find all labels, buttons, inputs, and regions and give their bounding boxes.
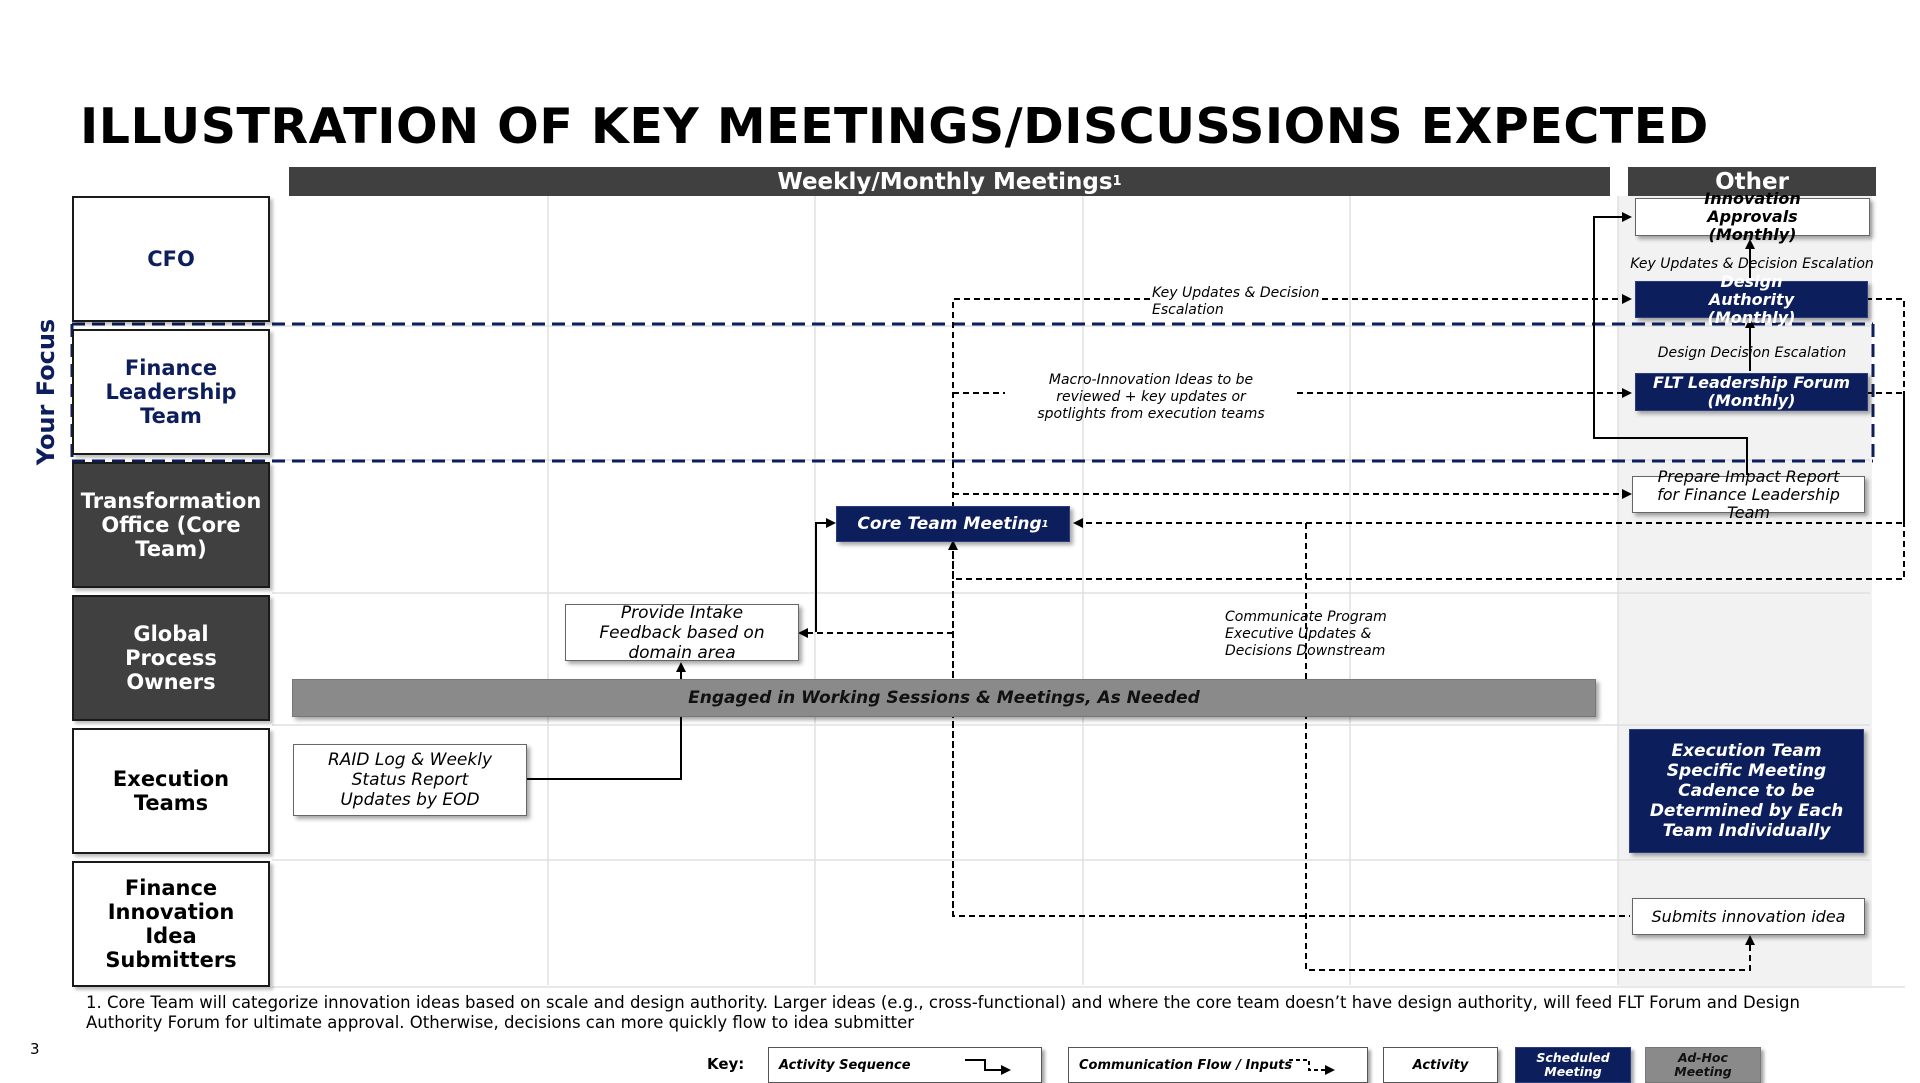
execution-team-cadence-box: Execution Team Specific Meeting Cadence … (1629, 729, 1864, 853)
weekly-header-label: Weekly/Monthly Meetings (777, 168, 1113, 195)
design-authority-box: Design Authority (Monthly) (1635, 272, 1868, 326)
design-decision-escalation-note: Design Decision Escalation (1657, 345, 1847, 361)
solid-arrow-icon (965, 1059, 1011, 1075)
key-updates-note-other: Key Updates & Decision Escalation (1630, 256, 1874, 272)
submits-innovation-idea-box: Submits innovation idea (1632, 898, 1865, 935)
row-label-execution-teams: Execution Teams (72, 728, 270, 854)
innovation-approvals-box: Innovation Approvals (Monthly) (1635, 190, 1870, 244)
key-activity: Activity (1383, 1047, 1498, 1083)
row-label-transformation-office: Transformation Office (Core Team) (72, 462, 270, 588)
key-updates-note: Key Updates & Decision Escalation (1152, 285, 1320, 318)
row-label-finance-leadership-team: Finance Leadership Team (72, 329, 270, 455)
key-label: Key: (707, 1055, 745, 1073)
your-focus-label: Your Focus (32, 318, 61, 466)
row-label-cfo: CFO (72, 196, 270, 322)
weekly-header-footnote: 1 (1112, 174, 1122, 189)
core-team-meeting-label: Core Team Meeting (857, 513, 1042, 534)
key-ad-hoc-meeting: Ad-Hoc Meeting (1645, 1047, 1761, 1083)
macro-innovation-note: Macro-Innovation Ideas to be reviewed + … (1037, 372, 1265, 422)
key-communication-flow-label: Communication Flow / Inputs (1079, 1057, 1293, 1073)
other-header: Other (1628, 167, 1876, 196)
page-number: 3 (30, 1040, 40, 1058)
row-label-finance-innovation-idea-submitters: Finance Innovation Idea Submitters (72, 861, 270, 987)
communicate-downstream-note: Communicate Program Executive Updates & … (1225, 609, 1387, 659)
page-title: ILLUSTRATION OF KEY MEETINGS/DISCUSSIONS… (80, 98, 1709, 155)
working-sessions-bar: Engaged in Working Sessions & Meetings, … (292, 679, 1596, 717)
footnote: 1. Core Team will categorize innovation … (86, 993, 1800, 1032)
key-activity-sequence-label: Activity Sequence (779, 1057, 911, 1073)
dashed-arrow-icon (1289, 1059, 1335, 1075)
key-scheduled-meeting: Scheduled Meeting (1515, 1047, 1631, 1083)
key-activity-sequence: Activity Sequence (768, 1047, 1042, 1083)
flt-leadership-forum-box: FLT Leadership Forum (Monthly) (1635, 373, 1868, 411)
raid-log-box: RAID Log & Weekly Status Report Updates … (293, 744, 527, 816)
prepare-impact-report-box: Prepare Impact Report for Finance Leader… (1632, 467, 1865, 521)
core-team-meeting-footnote: 1 (1041, 518, 1049, 530)
other-header-label: Other (1715, 168, 1789, 195)
key-communication-flow: Communication Flow / Inputs (1068, 1047, 1368, 1083)
row-label-global-process-owners: Global Process Owners (72, 595, 270, 721)
intake-feedback-box: Provide Intake Feedback based on domain … (565, 603, 799, 663)
